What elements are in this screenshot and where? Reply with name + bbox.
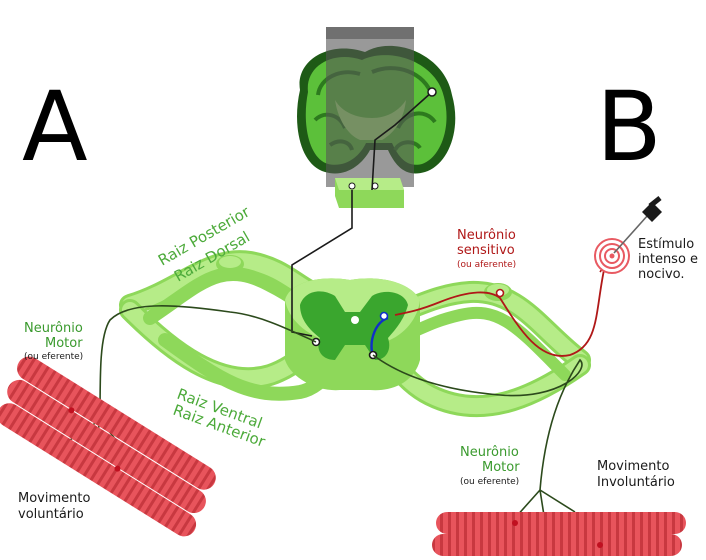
stimulus-line1: Estímulo bbox=[638, 237, 694, 252]
grey-matter bbox=[300, 291, 408, 360]
sensory-line2: sensitivo bbox=[457, 243, 515, 258]
voluntary-line1: Movimento bbox=[18, 491, 90, 506]
letter-a: A bbox=[22, 71, 88, 183]
motor-neuron-right-axon bbox=[372, 354, 583, 491]
muscle-left bbox=[0, 356, 216, 537]
brain-section bbox=[297, 27, 456, 187]
involuntary-line1: Movimento bbox=[597, 459, 669, 474]
motor-right-line1: Neurônio bbox=[460, 445, 519, 460]
sensory-line1: Neurônio bbox=[457, 228, 516, 243]
brain-cut-plane bbox=[326, 27, 414, 187]
motor-right-sub: (ou eferente) bbox=[460, 477, 519, 487]
stimulus-line2: intenso e bbox=[638, 252, 698, 267]
involuntary-line2: Involuntário bbox=[597, 475, 675, 490]
voluntary-line2: voluntário bbox=[18, 507, 84, 522]
motor-left-line1: Neurônio bbox=[24, 321, 83, 336]
sensory-sub: (ou aferente) bbox=[457, 260, 516, 270]
spinal-cord bbox=[285, 278, 420, 391]
stimulus-line3: nocivo. bbox=[638, 267, 685, 282]
brainstem-block bbox=[335, 178, 404, 208]
motor-left-sub: (ou eferente) bbox=[24, 352, 83, 362]
letter-b: B bbox=[596, 71, 662, 183]
stimulus-icon bbox=[594, 196, 662, 274]
pin-icon bbox=[642, 202, 662, 222]
motor-neuron-left-axon bbox=[99, 305, 317, 421]
motor-right-line2: Motor bbox=[482, 460, 520, 475]
motor-left-line2: Motor bbox=[45, 336, 83, 351]
muscle-right bbox=[432, 512, 686, 556]
